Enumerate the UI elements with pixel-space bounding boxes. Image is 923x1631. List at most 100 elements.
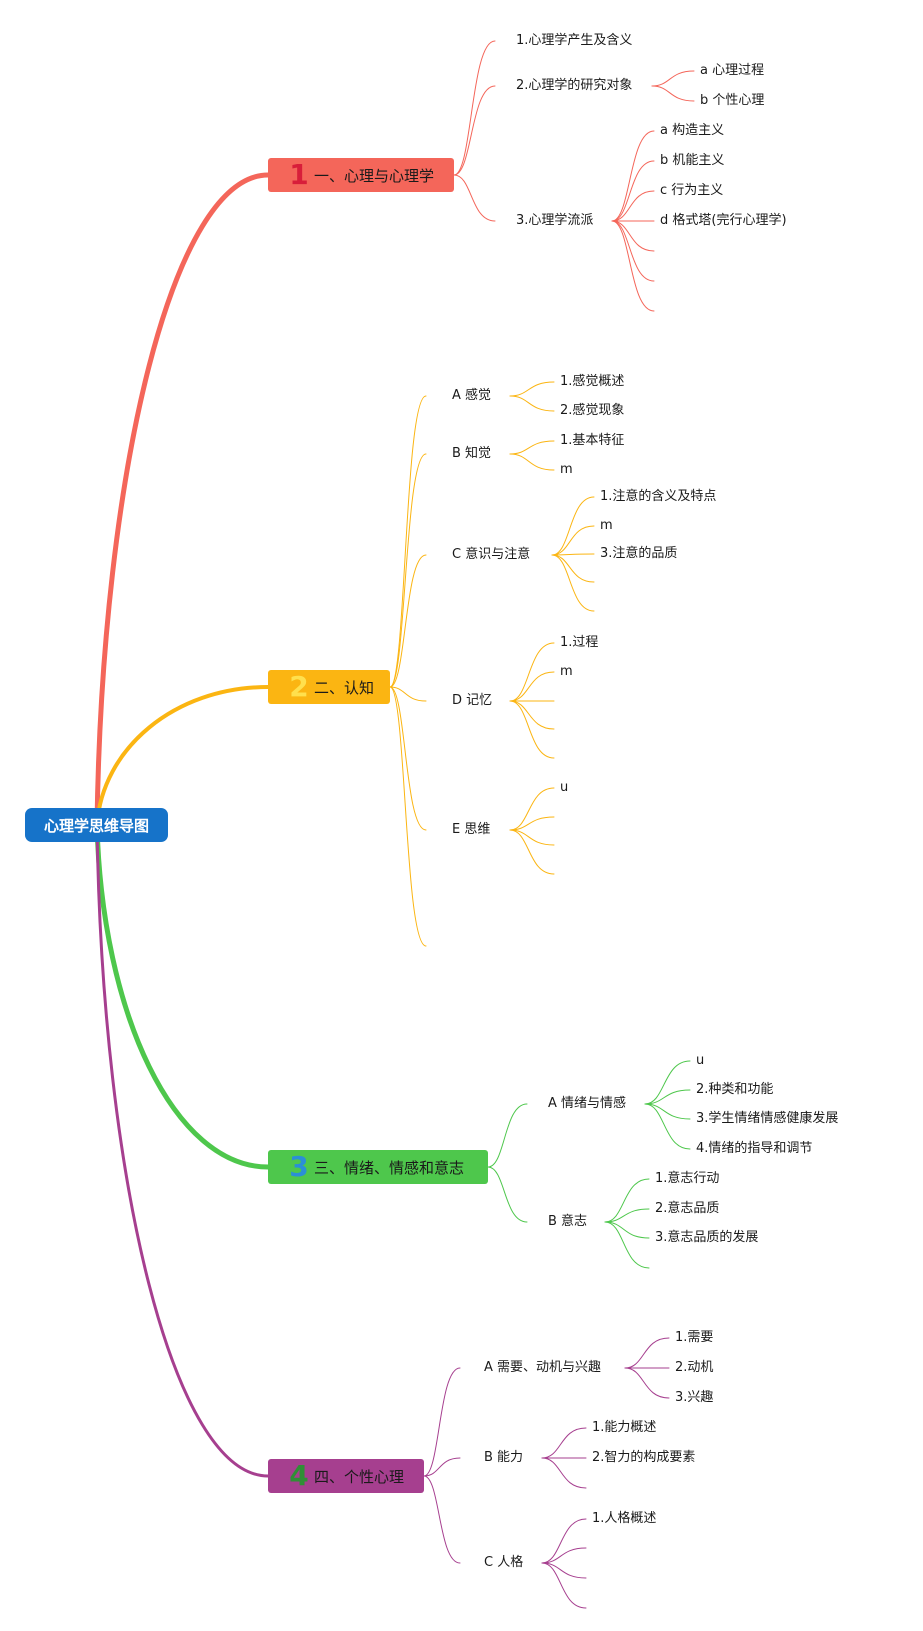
subtopic-1-2-1[interactable]: a 心理过程: [700, 63, 765, 78]
root-connector-2: [95, 685, 270, 827]
connector-3-2-4: [604, 1221, 650, 1269]
connector-2-3-2: [551, 525, 595, 556]
connector-2-4-4: [509, 700, 555, 730]
subtopic-2-3-1[interactable]: 1.注意的含义及特点: [600, 489, 717, 504]
subtopic-4-1-3[interactable]: 3.兴趣: [675, 1390, 714, 1405]
branch-node-4[interactable]: 4 四、个性心理: [268, 1459, 424, 1493]
connector-3-1: [487, 1103, 528, 1168]
connector-4-3-4: [541, 1562, 587, 1609]
connector-3-2-1: [604, 1178, 650, 1223]
connector-1-2-1: [651, 70, 695, 87]
connector-2-4-5: [509, 700, 555, 759]
connector-1-3: [453, 174, 496, 222]
subtopic-4-1-1[interactable]: 1.需要: [675, 1330, 714, 1345]
connector-2-1: [389, 395, 427, 688]
connector-2-6: [389, 686, 427, 947]
subtopic-3-2-1[interactable]: 1.意志行动: [655, 1171, 720, 1186]
connector-2-5-2: [509, 816, 555, 831]
subtopic-2-1-1[interactable]: 1.感觉概述: [560, 374, 625, 389]
branch-label-3: 三、情绪、情感和意志: [314, 1158, 465, 1177]
root-label: 心理学思维导图: [43, 816, 149, 835]
subtopic-2-2-1[interactable]: 1.基本特征: [560, 433, 625, 448]
connector-4-3-1: [541, 1518, 587, 1564]
connector-2-3: [389, 554, 427, 688]
branch-node-2[interactable]: 2 二、认知: [268, 670, 390, 704]
topic-3-1[interactable]: A 情绪与情感: [548, 1096, 627, 1111]
topic-2-5[interactable]: E 思维: [452, 822, 491, 837]
connector-1-3-7: [611, 220, 655, 312]
subtopic-3-1-4[interactable]: 4.情绪的指导和调节: [696, 1141, 813, 1156]
subtopic-2-2-2[interactable]: m: [560, 462, 573, 477]
connector-3-1-4: [644, 1103, 691, 1150]
branch-node-1[interactable]: 1 一、心理与心理学: [268, 158, 454, 192]
connector-2-4-2: [509, 671, 555, 702]
connector-4-1: [423, 1367, 461, 1477]
subtopic-4-1-2[interactable]: 2.动机: [675, 1360, 714, 1375]
connector-3-1-2: [644, 1089, 691, 1105]
connector-1-2-2: [651, 85, 695, 102]
connector-4-1-3: [624, 1367, 670, 1399]
subtopic-3-1-2[interactable]: 2.种类和功能: [696, 1082, 774, 1097]
root-connector-1: [94, 172, 271, 828]
connector-1-1: [453, 40, 496, 176]
connector-2-3-1: [551, 496, 595, 556]
subtopic-4-3-1[interactable]: 1.人格概述: [592, 1511, 657, 1526]
subtopic-3-2-2[interactable]: 2.意志品质: [655, 1201, 720, 1216]
branch-node-3[interactable]: 3 三、情绪、情感和意志: [268, 1150, 488, 1184]
subtopic-1-3-3[interactable]: c 行为主义: [660, 183, 724, 198]
subtopic-3-1-1[interactable]: u: [696, 1053, 705, 1068]
connector-2-4-1: [509, 642, 555, 702]
subtopic-1-3-2[interactable]: b 机能主义: [660, 153, 725, 168]
branch-number-4: 4: [289, 1459, 309, 1492]
connector-2-1-2: [509, 395, 555, 412]
topic-4-3[interactable]: C 人格: [484, 1555, 524, 1570]
connector-2-5-1: [509, 787, 555, 831]
subtopic-2-4-2[interactable]: m: [560, 664, 573, 679]
connector-3-1-1: [644, 1060, 691, 1105]
topic-2-3[interactable]: C 意识与注意: [452, 547, 531, 562]
subtopic-3-2-3[interactable]: 3.意志品质的发展: [655, 1230, 759, 1245]
subtopic-4-2-1[interactable]: 1.能力概述: [592, 1420, 657, 1435]
topic-4-2[interactable]: B 能力: [484, 1450, 524, 1465]
topic-2-2[interactable]: B 知觉: [452, 446, 492, 461]
connector-1-2: [453, 85, 496, 176]
topic-1-1[interactable]: 1.心理学产生及含义: [516, 33, 633, 48]
subtopic-1-2-2[interactable]: b 个性心理: [700, 93, 765, 108]
connector-1-3-2: [611, 160, 655, 222]
topic-3-2[interactable]: B 意志: [548, 1214, 588, 1229]
subtopic-2-4-1[interactable]: 1.过程: [560, 635, 599, 650]
connector-4-2: [423, 1457, 461, 1477]
root-node[interactable]: 心理学思维导图: [25, 808, 168, 842]
subtopic-1-3-4[interactable]: d 格式塔(完行心理学): [660, 213, 787, 228]
topic-2-4[interactable]: D 记忆: [452, 693, 493, 708]
subtopic-2-1-2[interactable]: 2.感觉现象: [560, 403, 625, 418]
connector-2-3-3: [551, 553, 595, 556]
connector-4-2-1: [541, 1427, 587, 1459]
subtopic-3-1-3[interactable]: 3.学生情绪情感健康发展: [696, 1111, 839, 1126]
topic-1-3[interactable]: 3.心理学流派: [516, 213, 594, 228]
connector-2-4: [389, 686, 427, 702]
connector-2-5-4: [509, 829, 555, 875]
connector-1-3-6: [611, 220, 655, 282]
subtopic-1-3-1[interactable]: a 构造主义: [660, 123, 725, 138]
connector-2-1-1: [509, 381, 555, 397]
branch-number-3: 3: [289, 1150, 309, 1183]
subtopic-2-3-2[interactable]: m: [600, 518, 613, 533]
branch-number-1: 1: [289, 158, 309, 191]
topic-4-1[interactable]: A 需要、动机与兴趣: [484, 1360, 602, 1375]
subtopic-2-5-1[interactable]: u: [560, 780, 569, 795]
connector-2-2-2: [509, 453, 555, 471]
connector-2-3-5: [551, 554, 595, 612]
connector-2-2: [389, 453, 427, 688]
connector-4-3: [423, 1475, 461, 1564]
connector-4-1-1: [624, 1337, 670, 1369]
branch-label-4: 四、个性心理: [314, 1467, 405, 1486]
root-connector-4: [95, 823, 270, 1478]
connector-4-2-3: [541, 1457, 587, 1489]
subtopic-4-2-2[interactable]: 2.智力的构成要素: [592, 1450, 696, 1465]
topic-1-2[interactable]: 2.心理学的研究对象: [516, 78, 633, 93]
subtopic-2-3-3[interactable]: 3.注意的品质: [600, 546, 678, 561]
topic-2-1[interactable]: A 感觉: [452, 388, 492, 403]
branch-number-2: 2: [289, 670, 309, 703]
